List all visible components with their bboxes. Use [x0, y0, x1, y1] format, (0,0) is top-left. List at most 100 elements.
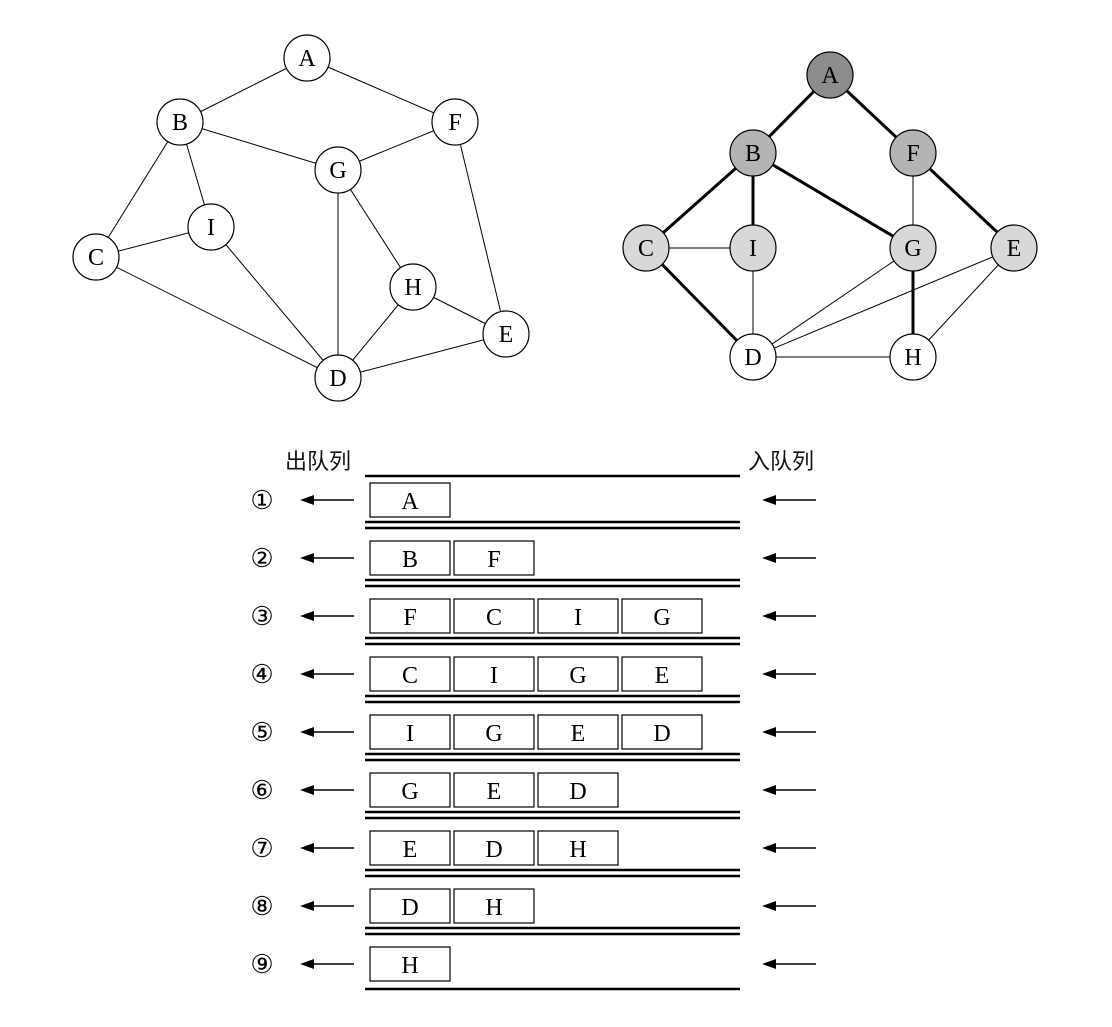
queue-item-box: [537, 714, 619, 750]
edge-E-H: [912, 247, 1015, 358]
node-D: [314, 354, 362, 402]
queue-item-label: E: [571, 721, 586, 747]
dequeue-arrowhead-7: [300, 843, 314, 853]
edge-B-C: [95, 121, 181, 258]
enqueue-arrowhead-8: [762, 901, 776, 911]
node-H: [389, 263, 437, 311]
queue-item-box: [453, 888, 535, 924]
enqueue-arrowhead-3: [762, 611, 776, 621]
node-label-G: G: [329, 158, 346, 184]
dequeue-arrowhead-5: [300, 727, 314, 737]
step-label-4: ④: [250, 660, 273, 689]
queue-item-label: A: [401, 489, 419, 515]
queue-item-label: C: [486, 605, 502, 631]
step-label-6: ⑥: [250, 776, 273, 805]
queue-item-label: D: [569, 779, 586, 805]
node-label-H: H: [404, 275, 421, 301]
queue-item-box: [369, 714, 451, 750]
node-A: [283, 34, 331, 82]
queue-item-label: I: [406, 721, 414, 747]
dequeue-arrowhead-4: [300, 669, 314, 679]
enqueue-arrowhead-4: [762, 669, 776, 679]
queue-item-box: [537, 598, 619, 634]
node-label-D: D: [744, 345, 761, 371]
step-label-2: ②: [250, 544, 273, 573]
node-label-G: G: [904, 236, 921, 262]
queue-item-box: [537, 772, 619, 808]
edge-A-F: [306, 57, 456, 123]
queue-item-label: E: [655, 663, 670, 689]
step-label-5: ⑤: [250, 718, 273, 747]
node-D: [729, 333, 777, 381]
queue-item-box: [453, 772, 535, 808]
node-label-I: I: [207, 215, 215, 241]
node-label-I: I: [749, 236, 757, 262]
enqueue-arrowhead-5: [762, 727, 776, 737]
node-label-A: A: [298, 46, 316, 72]
edge-D-E: [337, 333, 507, 379]
edge-E-D: [752, 247, 1015, 358]
node-F: [431, 98, 479, 146]
queue-item-box: [621, 714, 703, 750]
edge-B-G: [179, 121, 339, 171]
step-label-9: ⑨: [250, 950, 273, 979]
queue-item-label: D: [485, 837, 502, 863]
queue-item-label: F: [487, 547, 500, 573]
edge-F-E: [454, 121, 507, 335]
node-label-F: F: [906, 141, 919, 167]
queue-item-box: [453, 714, 535, 750]
dequeue-arrowhead-2: [300, 553, 314, 563]
node-G: [314, 146, 362, 194]
bfs-spanning-tree-graph: A B F C I G E D H: [622, 51, 1038, 381]
queue-item-label: H: [401, 953, 418, 979]
queue-item-label: E: [487, 779, 502, 805]
edge-C-D: [95, 256, 339, 379]
step-label-3: ③: [250, 602, 273, 631]
dequeue-arrowhead-8: [300, 901, 314, 911]
queue-item-box: [453, 830, 535, 866]
node-C: [72, 233, 120, 281]
queue-item-label: G: [569, 663, 586, 689]
dequeue-arrowhead-6: [300, 785, 314, 795]
queue-item-box: [369, 598, 451, 634]
enqueue-arrowhead-9: [762, 959, 776, 969]
queue-item-label: I: [490, 663, 498, 689]
queue-item-box: [369, 888, 451, 924]
queue-item-label: B: [402, 547, 418, 573]
queue-item-box: [621, 656, 703, 692]
node-label-B: B: [172, 110, 188, 136]
step-label-7: ⑦: [250, 834, 273, 863]
queue-item-box: [369, 540, 451, 576]
queue-item-box: [369, 482, 451, 518]
queue-item-box: [621, 598, 703, 634]
queue-item-label: D: [401, 895, 418, 921]
dequeue-arrowhead-1: [300, 495, 314, 505]
queue-item-label: C: [402, 663, 418, 689]
queue-item-box: [537, 656, 619, 692]
queue-item-label: H: [569, 837, 586, 863]
node-A: [806, 51, 854, 99]
enqueue-arrowhead-1: [762, 495, 776, 505]
edge-A-B: [179, 57, 308, 123]
tree-edge-B-C: [645, 151, 754, 250]
node-E: [990, 224, 1038, 272]
node-label-E: E: [499, 322, 514, 348]
queue-item-box: [537, 830, 619, 866]
queue-item-label: F: [403, 605, 416, 631]
node-label-B: B: [745, 141, 761, 167]
enqueue-arrowhead-2: [762, 553, 776, 563]
node-label-A: A: [821, 63, 839, 89]
queue-item-label: G: [401, 779, 418, 805]
edge-G-D: [752, 247, 914, 358]
node-label-C: C: [638, 236, 654, 262]
node-label-H: H: [904, 345, 921, 371]
edge-I-D: [210, 226, 339, 379]
node-label-F: F: [448, 110, 461, 136]
node-G: [889, 224, 937, 272]
step-label-1: ①: [250, 486, 273, 515]
node-B: [729, 129, 777, 177]
node-H: [889, 333, 937, 381]
node-label-E: E: [1007, 236, 1022, 262]
queue-item-label: E: [403, 837, 418, 863]
step-label-8: ⑧: [250, 892, 273, 921]
